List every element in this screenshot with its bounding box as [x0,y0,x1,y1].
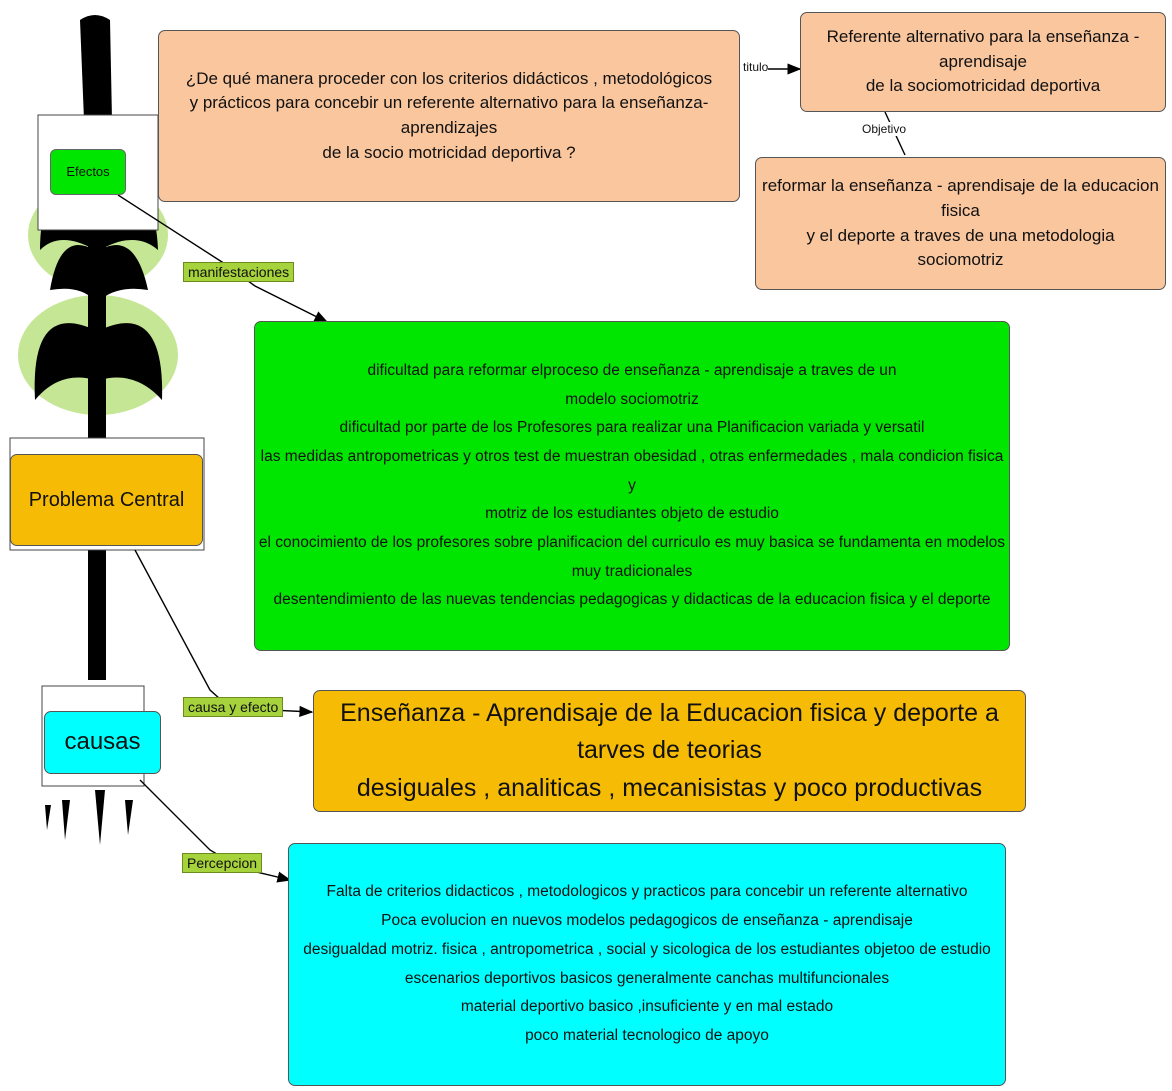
manifestaciones-link-label: manifestaciones [183,262,295,282]
causas-node[interactable]: causas [44,711,161,774]
question-line: ¿De qué manera proceder con los criterio… [185,68,713,88]
effect-line: modelo sociomotriz [565,390,699,408]
cause-line: Falta de criterios didacticos , metodolo… [326,883,968,901]
efectos-label: Efectos [66,163,110,179]
titulo-link-label: titulo [743,60,769,74]
efectos-node[interactable]: Efectos [50,149,126,195]
title-node[interactable]: Referente alternativo para la enseñanza … [800,12,1166,112]
causas-label: causas [64,728,141,756]
question-line: de la socio motricidad deportiva ? [322,142,576,162]
effect-line: las medidas antropometricas y otros test… [260,447,1004,494]
objetivo-link-label: Objetivo [862,122,907,136]
cause-line: poco material tecnologico de apoyo [525,1026,769,1044]
central-problem-statement-node[interactable]: Enseñanza - Aprendisaje de la Educacion … [313,690,1026,812]
effect-line: desentendimiento de las nuevas tendencia… [273,591,991,609]
effects-node[interactable]: dificultad para reformar elproceso de en… [254,321,1010,651]
objective-node[interactable]: reformar la enseñanza - aprendisaje de l… [755,157,1166,290]
effect-line: muy tradicionales [571,562,693,580]
title-line: Referente alternativo para la enseñanza … [826,27,1140,71]
problema-central-node[interactable]: Problema Central [10,454,203,546]
question-line: y prácticos para concebir un referente a… [189,93,709,137]
objective-line: sociomotriz [917,250,1004,270]
research-question-node[interactable]: ¿De qué manera proceder con los criterio… [158,30,740,202]
tree-roots [45,790,133,845]
percepcion-link-label: Percepcion [182,853,263,873]
central-problem-line: desiguales , analiticas , mecanisistas y… [356,773,983,802]
causa-efecto-link-label: causa y efecto [183,697,284,717]
problema-central-label: Problema Central [28,488,185,511]
effect-line: dificultad por parte de los Profesores p… [339,419,925,437]
effect-line: motriz de los estudiantes objeto de estu… [485,505,779,523]
title-line: de la sociomotricidad deportiva [865,76,1101,96]
cause-line: Poca evolucion en nuevos modelos pedagog… [381,912,913,930]
central-problem-line: Enseñanza - Aprendisaje de la Educacion … [340,698,999,765]
cause-line: material deportivo basico ,insuficiente … [460,998,834,1016]
manifestaciones-connector [117,194,329,323]
cause-line: desigualdad motriz. fisica , antropometr… [303,940,991,958]
causes-node[interactable]: Falta de criterios didacticos , metodolo… [288,843,1006,1086]
effect-line: el conocimiento de los profesores sobre … [258,534,1006,551]
effect-line: dificultad para reformar elproceso de en… [367,361,897,379]
objective-line: reformar la enseñanza - aprendisaje de l… [762,176,1159,220]
cause-line: escenarios deportivos basicos generalmen… [404,969,890,987]
objective-line: y el deporte a traves de una metodologia [806,225,1115,245]
